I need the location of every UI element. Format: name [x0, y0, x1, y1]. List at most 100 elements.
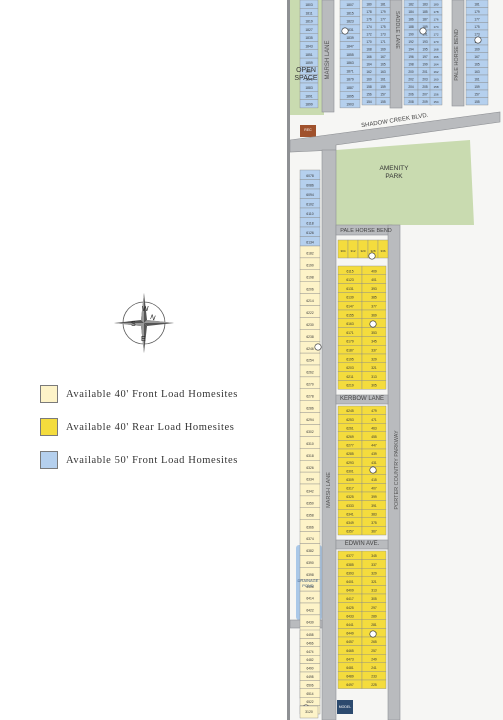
- lot-column-top-a: 1801781761741721701681661641621601581561…: [361, 0, 377, 106]
- lot-number: 6219: [346, 384, 354, 388]
- lot-cell: [339, 99, 361, 109]
- lot-number: 178: [366, 10, 372, 14]
- lot-number: 173: [474, 32, 480, 36]
- lot-number: 6198: [306, 275, 314, 279]
- lot-number: 265: [371, 640, 377, 644]
- lot-number: 1827: [305, 28, 313, 32]
- lot-number: 6490: [306, 667, 313, 671]
- lot-number: 171: [380, 40, 386, 44]
- legend-item-front-50: Available 50' Front Load Homesites: [40, 451, 238, 469]
- lot-column-yellow-left-1: 6115612361316139614761556163617161796187…: [337, 265, 363, 390]
- lot-number: 6254: [306, 359, 314, 363]
- lot-number: 6238: [306, 335, 314, 339]
- lot-number: 165: [380, 62, 386, 66]
- lot-number: 190: [408, 32, 414, 36]
- lot-number: 6498: [306, 675, 313, 679]
- lot-number: 6449: [346, 632, 354, 636]
- lot-number: 160: [433, 77, 438, 81]
- lot-number: 249: [371, 657, 377, 661]
- lot-number: 170: [433, 40, 438, 44]
- lot-number: 431: [371, 461, 377, 465]
- lot-number: 1843: [305, 44, 313, 48]
- lot-number: 181: [380, 2, 386, 6]
- lot-number: 162: [433, 70, 438, 74]
- lot-column-yellow-right-1: 4094013933853773693613533453373293213133…: [361, 265, 387, 390]
- lot-number: 158: [433, 85, 438, 89]
- lot-number: 203: [422, 77, 428, 81]
- model-home-building: [337, 700, 353, 714]
- lot-number: 6187: [346, 349, 354, 353]
- lot-number: 197: [422, 55, 428, 59]
- lot-column-top-c: 1821841861881901921941961982002022042062…: [403, 0, 419, 106]
- pale-horse-bend-label: PALE HORSE BEND: [340, 228, 392, 234]
- lot-column-yellow-right-3: 3453373293213133052972892812732652572492…: [361, 550, 387, 689]
- lot-number: 167: [474, 55, 480, 59]
- edwin-ave-road: [335, 539, 389, 550]
- lot-column-bottom-left: 6458646664746482649064986506651465226530: [299, 629, 321, 715]
- lot-number: 6246: [306, 347, 314, 351]
- lot-cell: [465, 97, 489, 106]
- lot-number: 156: [366, 92, 372, 96]
- lot-number: 178: [433, 10, 438, 14]
- kerbow-lane-road: [335, 394, 389, 405]
- lot-number: 176: [433, 17, 438, 21]
- lot-number: 6262: [306, 371, 314, 375]
- legend-label-front-40: Available 40' Front Load Homesites: [66, 388, 238, 400]
- lot-number: 167: [380, 55, 386, 59]
- model-home-label: MODEL: [339, 705, 352, 709]
- legend-label-front-50: Available 50' Front Load Homesites: [66, 454, 238, 466]
- lot-number: 208: [408, 100, 414, 104]
- legend-swatch-front-40: [40, 385, 58, 403]
- lot-number: 6270: [306, 382, 314, 386]
- lot-number: 1807: [346, 3, 354, 7]
- lot-number: 155: [474, 100, 480, 104]
- lot-number: 6414: [306, 597, 314, 601]
- lot-number: 1903: [346, 103, 354, 107]
- lot-column-top-f: 1811791771751731711691671651631611591571…: [465, 0, 489, 106]
- porter-parkway-road: [387, 224, 401, 720]
- legend-swatch-rear-40: [40, 418, 58, 436]
- lot-cell: [299, 99, 319, 109]
- lot-number: 6277: [346, 444, 354, 448]
- mailbox-icon: [369, 466, 377, 474]
- lot-number: 304: [340, 249, 345, 253]
- lot-number: 1867: [305, 69, 313, 73]
- lot-number: 313: [371, 375, 377, 379]
- lot-number: 353: [371, 331, 377, 335]
- lot-number: 6430: [306, 620, 314, 624]
- lot-number: 6179: [346, 340, 354, 344]
- lot-number: 328: [370, 249, 375, 253]
- lot-number: 6294: [306, 418, 314, 422]
- lot-number: 195: [422, 47, 428, 51]
- lot-number: 192: [408, 40, 414, 44]
- lot-number: 157: [380, 92, 386, 96]
- site-boundary: [287, 0, 290, 720]
- lot-number: 6253: [346, 418, 354, 422]
- mailbox-icon: [314, 343, 322, 351]
- lot-number: 1887: [346, 86, 354, 90]
- lot-number: 6203: [346, 366, 354, 370]
- lot-number: 1803: [305, 3, 313, 7]
- lot-number: 6441: [346, 623, 354, 627]
- lot-number: 463: [371, 426, 377, 430]
- lot-number: 155: [380, 100, 386, 104]
- lot-number: 172: [433, 32, 438, 36]
- open-space-label-2: SPACE: [294, 75, 318, 82]
- lot-number: 175: [380, 25, 386, 29]
- lot-cell: [361, 380, 387, 390]
- lot-number: 1875: [305, 78, 313, 82]
- lot-column-top-blue-right: 1807181518231831183918471855186318711879…: [339, 0, 361, 109]
- lot-column-top-b: 1811791771751731711691671651631611591571…: [375, 0, 391, 106]
- pale-horse-bend-top-label: PALE HORSE BEND: [454, 29, 460, 81]
- lot-number: 6406: [306, 585, 314, 589]
- compass-w-label: W: [142, 306, 149, 313]
- mailbox-icon: [341, 27, 349, 35]
- lot-number: 6222: [306, 311, 314, 315]
- lot-number: 1891: [305, 94, 313, 98]
- lot-number: 305: [371, 597, 377, 601]
- lot-number: 233: [371, 675, 377, 679]
- lot-number: 6309: [346, 478, 354, 482]
- lot-number: 1815: [346, 11, 354, 15]
- lot-number: 1895: [346, 94, 354, 98]
